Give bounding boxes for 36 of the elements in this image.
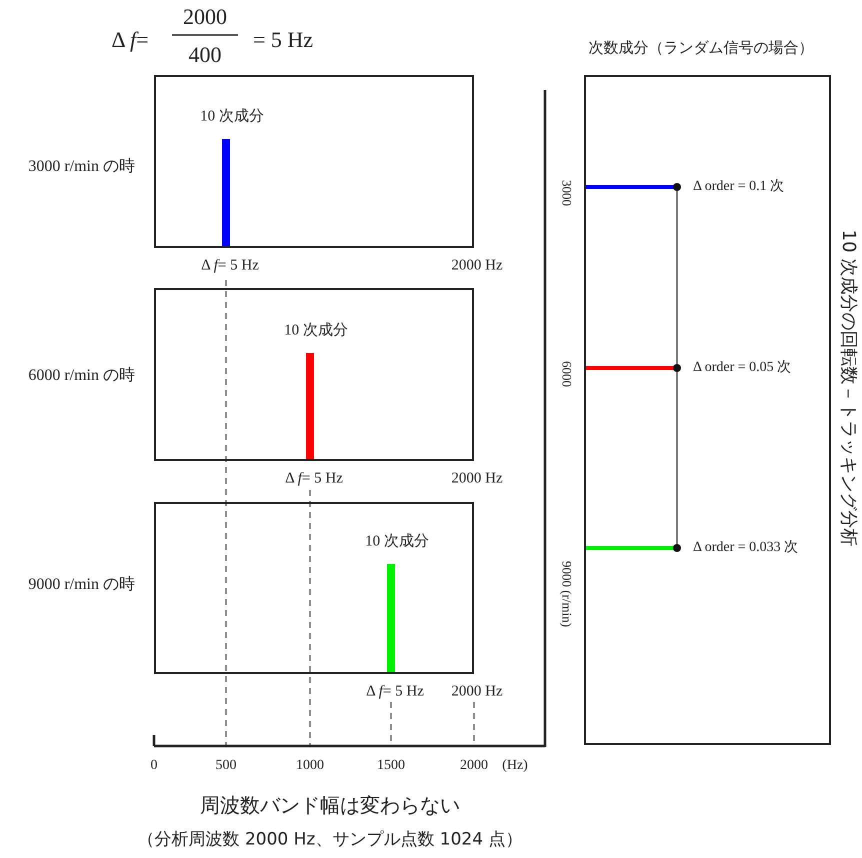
order-label: Δ order = 0.033 次 <box>693 541 798 555</box>
speed-label: 3000 r/min の時 <box>28 159 135 175</box>
component-label: 10 次成分 <box>200 110 264 124</box>
unit-label: (Hz) <box>502 759 528 773</box>
caption-note: （分析周波数 2000 Hz、サンプル点数 1024 点） <box>138 832 522 848</box>
formula-text: 400 <box>188 44 222 66</box>
speed-label: 9000 r/min の時 <box>28 577 135 593</box>
caption: 周波数バンド幅は変わらない <box>200 795 460 815</box>
resolution-label: Δ f= 5 Hz <box>285 472 343 486</box>
tick-label: 0 <box>150 759 158 773</box>
vertical-title: 10 次成分の回転数－トラッキング分析 <box>839 230 857 546</box>
resolution-label: Δ f= 5 Hz <box>366 684 424 700</box>
order-label: Δ order = 0.1 次 <box>693 180 784 194</box>
component-label: 10 次成分 <box>284 324 348 338</box>
speed-tick: 3000 <box>560 180 574 206</box>
resolution-label: Δ f= 5 Hz <box>201 258 259 274</box>
range-label: 2000 Hz <box>451 472 503 486</box>
tick-label: 1500 <box>377 759 405 773</box>
spectrum-panel <box>154 75 474 248</box>
spectrum-panel <box>154 288 474 461</box>
speed-tick: 6000 <box>560 361 574 387</box>
tick-label: 2000 <box>460 759 488 773</box>
order-label: Δ order = 0.05 次 <box>693 361 792 375</box>
speed-label: 6000 r/min の時 <box>28 368 135 384</box>
range-label: 2000 Hz <box>451 258 503 274</box>
formula-text: Δ f= <box>112 29 148 51</box>
tick-label: 1000 <box>296 759 324 773</box>
spectrum-panel <box>154 502 474 674</box>
speed-tick: 9000 (r/min) <box>560 560 574 628</box>
panel-heading: 次数成分（ランダム信号の場合） <box>588 40 814 56</box>
range-label: 2000 Hz <box>451 684 503 700</box>
component-label: 10 次成分 <box>365 534 429 550</box>
order-panel <box>584 75 831 745</box>
tick-label: 500 <box>216 759 236 773</box>
formula-text: = 5 Hz <box>252 29 314 51</box>
formula-text: 2000 <box>183 6 227 28</box>
